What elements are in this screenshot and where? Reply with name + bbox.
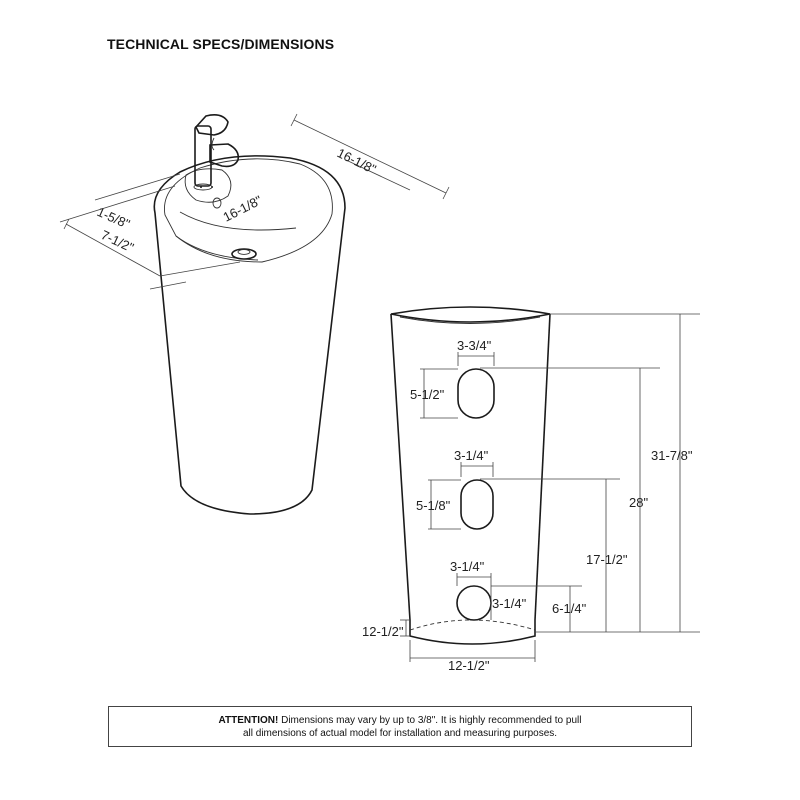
bowl-depth-line (179, 211, 297, 231)
drain (231, 248, 257, 260)
front-right-side (534, 313, 551, 621)
dim-base-width: 12-1/2" (448, 658, 490, 673)
notice-bold: ATTENTION! (218, 715, 279, 726)
dim-hole2-width: 3-1/4" (454, 448, 489, 463)
access-hole-2 (460, 479, 494, 530)
faucet-deck (184, 168, 232, 203)
dim-height-17: 17-1/2" (586, 552, 628, 567)
dim-base-side: 12-1/2" (362, 624, 404, 639)
dim-hole1-height: 5-1/2" (410, 387, 445, 402)
dim-rim-width: 1-5/8" (95, 204, 133, 232)
access-hole-1 (457, 368, 495, 419)
access-hole-3 (456, 585, 492, 621)
dim-bowl-diameter: 16-1/8" (221, 192, 265, 224)
sink-body-outline (153, 155, 346, 515)
attention-notice: ATTENTION! Dimensions may vary by up to … (108, 706, 692, 747)
overflow-hole (212, 197, 222, 209)
dim-height-28: 28" (629, 495, 648, 510)
dim-hole2-height: 5-1/8" (416, 498, 451, 513)
front-base (409, 620, 536, 645)
base-ellipse-dashed (409, 619, 536, 631)
dim-hole1-width: 3-3/4" (457, 338, 492, 353)
faucet-icon (193, 114, 240, 191)
notice-line2: all dimensions of actual model for insta… (242, 728, 558, 739)
dim-height-6: 6-1/4" (552, 601, 587, 616)
page-title: TECHNICAL SPECS/DIMENSIONS (107, 36, 335, 52)
sink-iso-view: 16-1/8" 16-1/8" 1-5/8" 7-1/2" (59, 113, 450, 515)
front-left-side (390, 313, 411, 621)
dim-hole3-width: 3-1/4" (450, 559, 485, 574)
dim-hole3-height: 3-1/4" (492, 596, 527, 611)
dim-faucet-offset: 7-1/2" (99, 227, 137, 255)
dim-total-height: 31-7/8" (651, 448, 693, 463)
sink-front-view: 3-3/4" 5-1/2" 3-1/4" 5-1/8" 3-1/4" 3-1/4… (362, 306, 700, 673)
bowl-inner (163, 158, 333, 263)
notice-line1: Dimensions may vary by up to 3/8". It is… (281, 715, 582, 726)
